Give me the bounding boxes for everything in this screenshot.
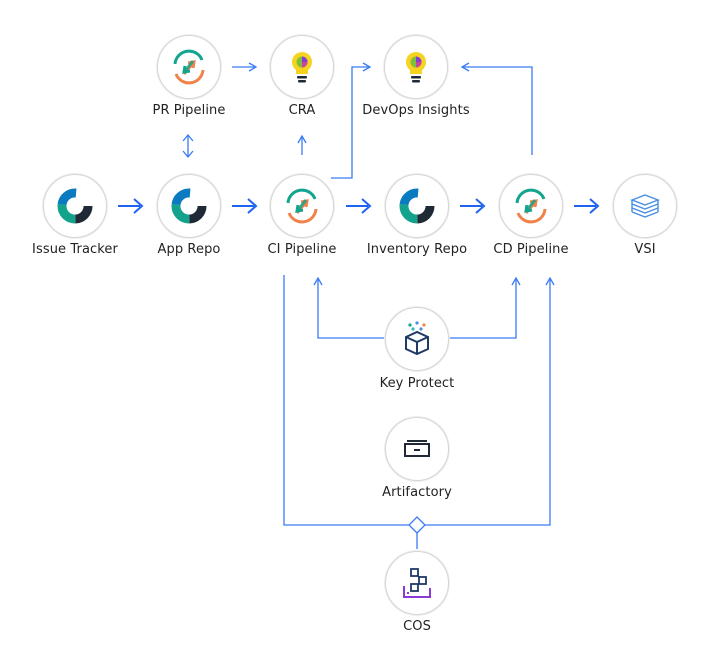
object-storage-icon [403, 568, 431, 598]
pipeline-icon [286, 188, 318, 224]
artifactory-label: Artifactory [382, 485, 452, 500]
artifactory-node[interactable] [385, 417, 449, 481]
vsi-label: VSI [634, 242, 656, 257]
ci-pipeline-label: CI Pipeline [267, 242, 337, 257]
thin-connectors [182, 62, 555, 549]
cra-label: CRA [288, 103, 316, 118]
git-repo-icon [57, 188, 93, 224]
cd-pipeline-label: CD Pipeline [493, 242, 569, 257]
inventory-repo-node[interactable] [385, 174, 449, 238]
cos-label: COS [403, 619, 431, 634]
vsi-node[interactable] [613, 174, 677, 238]
cos-node[interactable] [385, 551, 449, 615]
git-repo-icon [399, 188, 435, 224]
pr-pipeline-node[interactable] [157, 35, 221, 99]
lightbulb-icon [406, 52, 426, 83]
cra-node[interactable] [270, 35, 334, 99]
key-protect-label: Key Protect [379, 376, 455, 391]
app-repo-label: App Repo [157, 242, 221, 257]
inventory-repo-label: Inventory Repo [366, 242, 468, 257]
issue-tracker-label: Issue Tracker [32, 242, 118, 257]
pipeline-icon [173, 49, 205, 85]
main-flow-arrows [118, 198, 600, 214]
server-stack-icon [630, 194, 660, 218]
devops-insights-label: DevOps Insights [362, 103, 470, 118]
drawer-icon [404, 440, 430, 457]
cd-pipeline-node[interactable] [499, 174, 563, 238]
key-vault-icon [405, 321, 429, 356]
lightbulb-icon [292, 52, 312, 83]
key-protect-node[interactable] [385, 307, 449, 371]
ci-pipeline-node[interactable] [270, 174, 334, 238]
app-repo-node[interactable] [157, 174, 221, 238]
issue-tracker-node[interactable] [43, 174, 107, 238]
pr-pipeline-label: PR Pipeline [152, 103, 226, 118]
pipeline-icon [515, 188, 547, 224]
devops-insights-node[interactable] [384, 35, 448, 99]
git-repo-icon [171, 188, 207, 224]
